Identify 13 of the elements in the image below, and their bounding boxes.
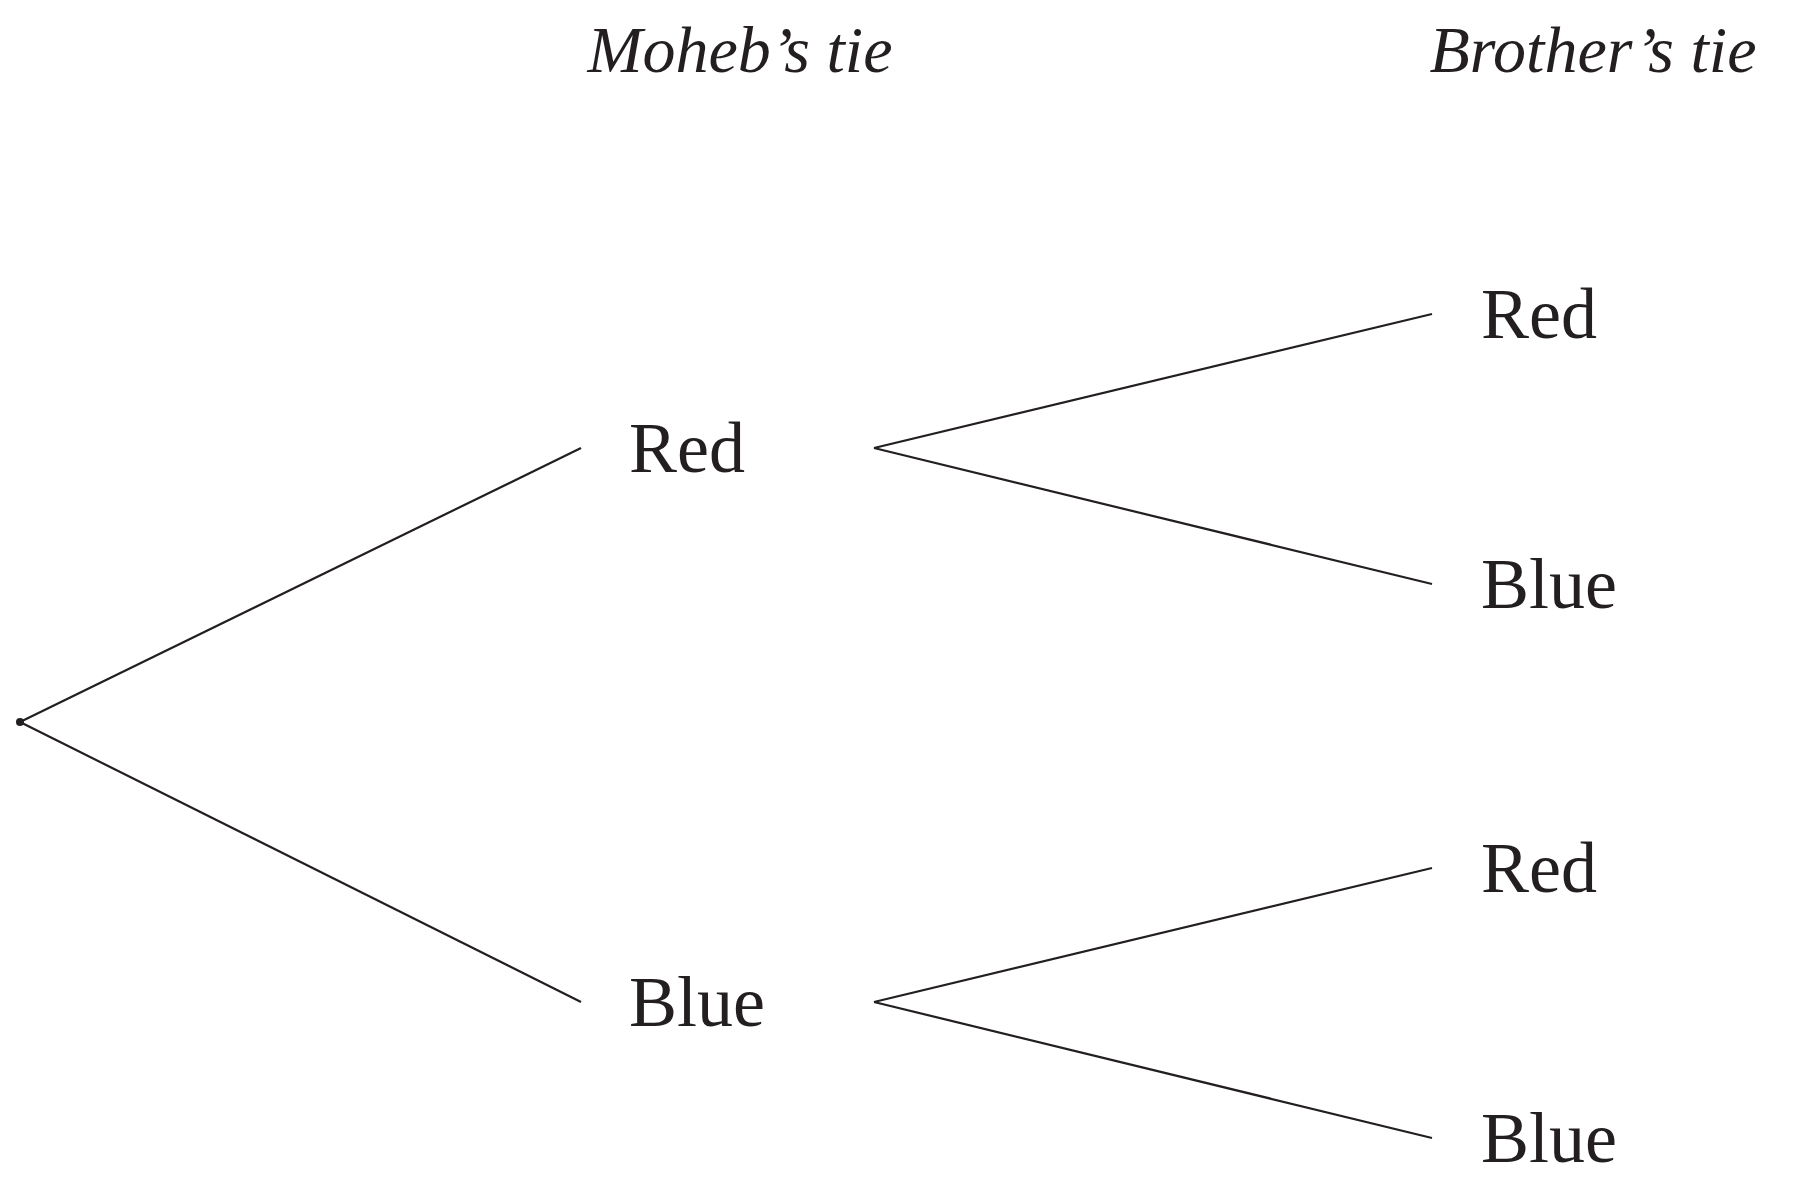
column-heading: Brother’s tie	[1429, 12, 1757, 88]
branch-point	[16, 718, 24, 726]
outcome-label: Red	[1432, 823, 1732, 913]
branch-line	[873, 446, 1433, 586]
outcome-label: Red	[1432, 269, 1732, 359]
outcome-label: Red	[581, 403, 874, 493]
outcome-label: Blue	[1432, 1093, 1732, 1183]
branch-line	[873, 1000, 1433, 1140]
column-heading: Moheb’s tie	[587, 12, 893, 88]
branch-line	[873, 866, 1433, 1004]
outcome-label: Blue	[581, 957, 874, 1047]
branch-line	[873, 312, 1433, 450]
outcome-label: Blue	[1432, 539, 1732, 629]
